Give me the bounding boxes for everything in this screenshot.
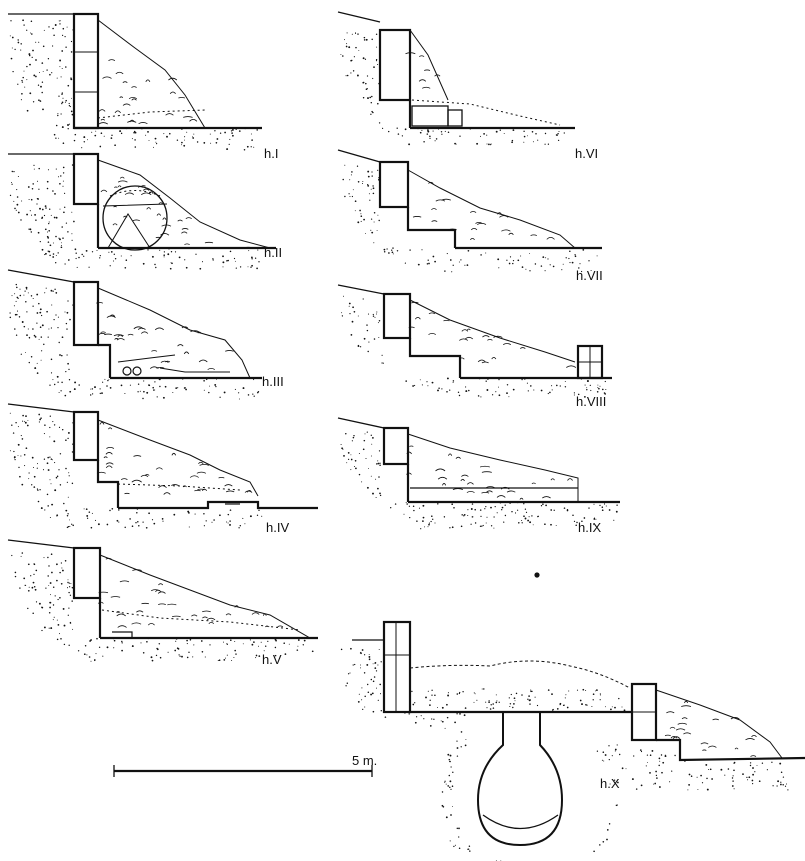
rubble-fill [98, 420, 258, 496]
rubble-fill [408, 434, 578, 500]
rubble-fill [100, 555, 300, 628]
section-h-IV: h.IV [7, 403, 318, 535]
scale-bar: 5 m. [113, 753, 377, 777]
stipple-fill [10, 165, 262, 270]
stipple-fill [10, 410, 262, 528]
section-label-h-IV: h.IV [266, 520, 289, 535]
stipple-dots [9, 19, 789, 861]
section-h-VII: h.VII [337, 149, 603, 283]
rubble-marks [96, 52, 757, 757]
section-h-II: h.II [8, 152, 282, 270]
rubble-fill [100, 28, 205, 128]
section-h-I: h.I [8, 12, 278, 161]
rubble-fill [410, 300, 575, 372]
section-h-VIII: h.VIII [337, 284, 612, 409]
rubble-fill [98, 288, 245, 370]
section-label-h-II: h.II [264, 245, 282, 260]
scale-bar-label: 5 m. [352, 753, 377, 768]
stipple-fill [10, 20, 262, 150]
section-h-IX: h.IX [337, 417, 620, 535]
section-label-h-X: h.X [600, 776, 620, 791]
cistern-outline [476, 712, 564, 847]
section-h-X: h.X [340, 572, 805, 861]
rubble-fill [410, 30, 450, 108]
stipple-fill [340, 645, 790, 861]
section-label-h-III: h.III [262, 374, 284, 389]
section-h-III: h.III [7, 269, 284, 389]
section-h-V: h.V [7, 539, 318, 667]
stipple-fill [340, 294, 612, 398]
section-h-VI: h.VI [337, 11, 598, 161]
section-label-h-VIII: h.VIII [576, 394, 606, 409]
stipple-fill [10, 548, 318, 662]
section-label-h-IX: h.IX [578, 520, 601, 535]
rubble-fill [656, 690, 785, 760]
cistern-fill-line [482, 814, 559, 830]
section-label-h-I: h.I [264, 146, 278, 161]
section-label-h-VII: h.VII [576, 268, 603, 283]
section-label-h-V: h.V [262, 652, 282, 667]
section-label-h-VI: h.VI [575, 146, 598, 161]
